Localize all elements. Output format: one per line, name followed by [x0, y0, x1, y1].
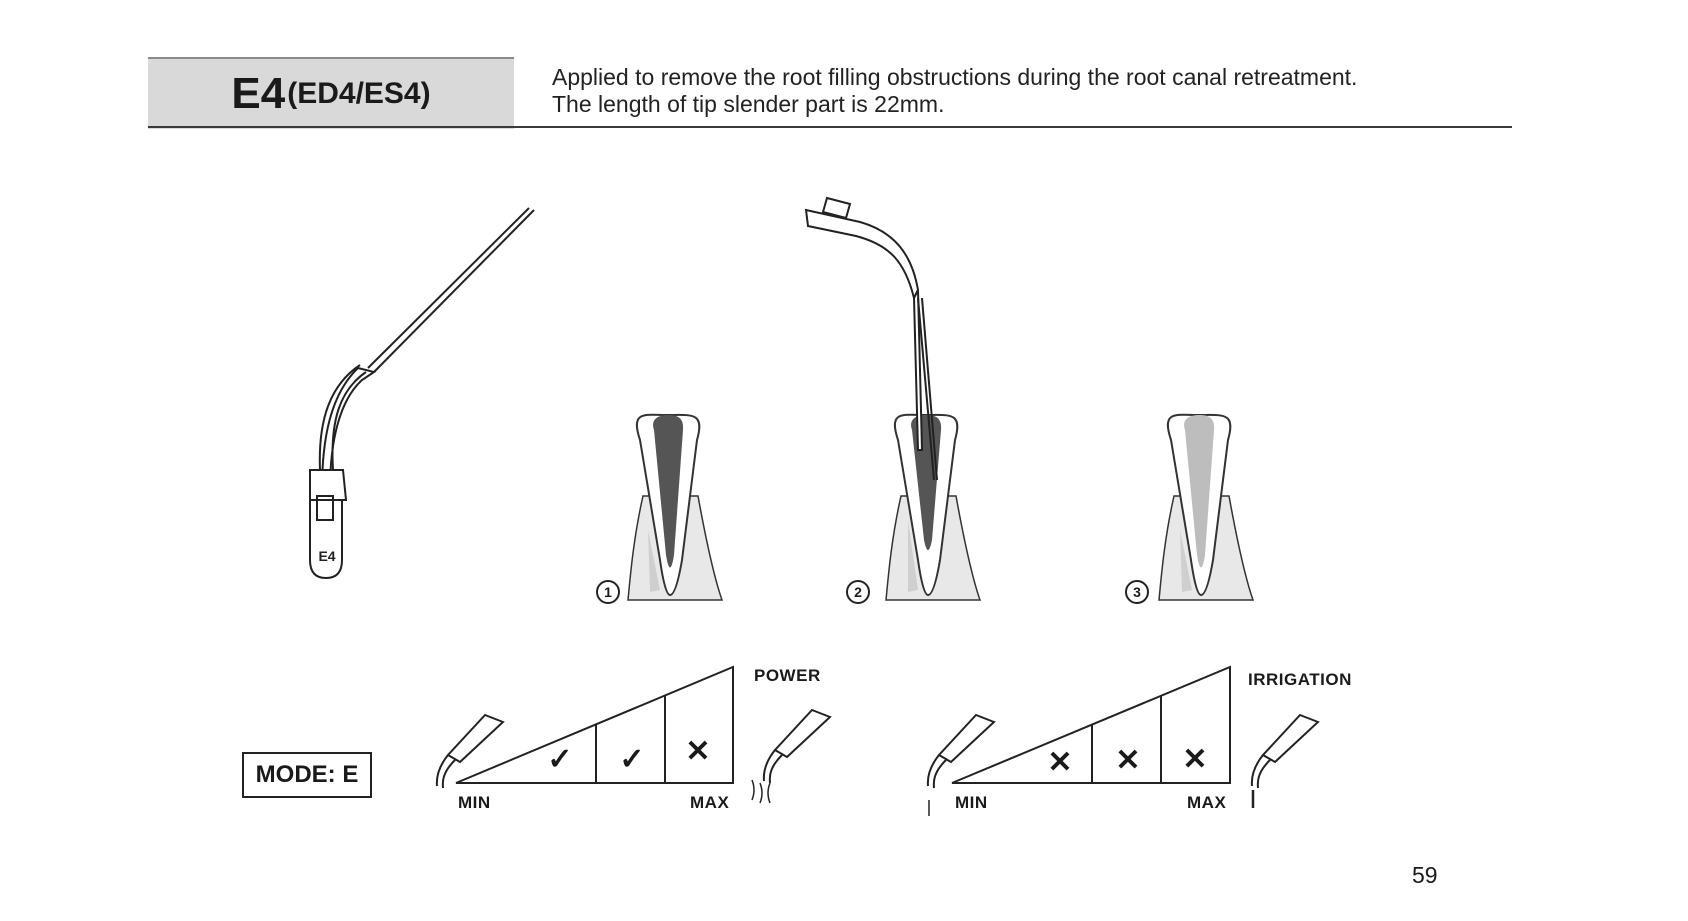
- tooth-icon-step-3: [1158, 413, 1255, 601]
- step-number-1: 1: [596, 580, 620, 604]
- step-number-2: 2: [846, 580, 870, 604]
- model-name: E4: [231, 69, 286, 118]
- mode-badge: MODE: E: [242, 752, 372, 798]
- model-title-box: E4 (ED4/ES4): [148, 57, 514, 129]
- irrigation-mark-2: ✕: [1115, 744, 1141, 777]
- irrigation-min-label: MIN: [955, 793, 988, 812]
- power-mark-2: ✓: [619, 743, 645, 776]
- description-line-1: Applied to remove the root filling obstr…: [552, 64, 1358, 90]
- scaler-tip-icon: [309, 207, 535, 580]
- description: Applied to remove the root filling obstr…: [552, 64, 1357, 118]
- irrigation-mark-3: ✕: [1182, 743, 1208, 776]
- handpiece-max-irrigation-icon: [1250, 713, 1320, 808]
- instrument-in-canal-icon: [804, 196, 938, 481]
- page-number: 59: [1412, 862, 1438, 888]
- step-number-3: 3: [1125, 580, 1149, 604]
- tooth-icon-step-1: [627, 413, 724, 601]
- irrigation-scale-triangle: [951, 665, 1231, 784]
- power-mark-3: ✕: [685, 735, 711, 768]
- handpiece-min-irrigation-icon: [926, 713, 996, 816]
- irrigation-title: IRRIGATION: [1248, 670, 1352, 689]
- power-mark-1: ✓: [547, 743, 573, 776]
- description-line-2: The length of tip slender part is 22mm.: [552, 91, 945, 117]
- irrigation-mark-1: ✕: [1047, 746, 1073, 779]
- model-variants: (ED4/ES4): [287, 77, 431, 110]
- power-title: POWER: [754, 666, 821, 685]
- tip-label: E4: [318, 548, 335, 564]
- header-divider: [148, 126, 1512, 128]
- handpiece-max-power-icon: [751, 708, 832, 804]
- power-min-label: MIN: [458, 793, 491, 812]
- irrigation-max-label: MAX: [1187, 793, 1227, 812]
- power-max-label: MAX: [690, 793, 730, 812]
- handpiece-min-power-icon: [435, 713, 505, 789]
- power-scale-triangle: [455, 665, 734, 784]
